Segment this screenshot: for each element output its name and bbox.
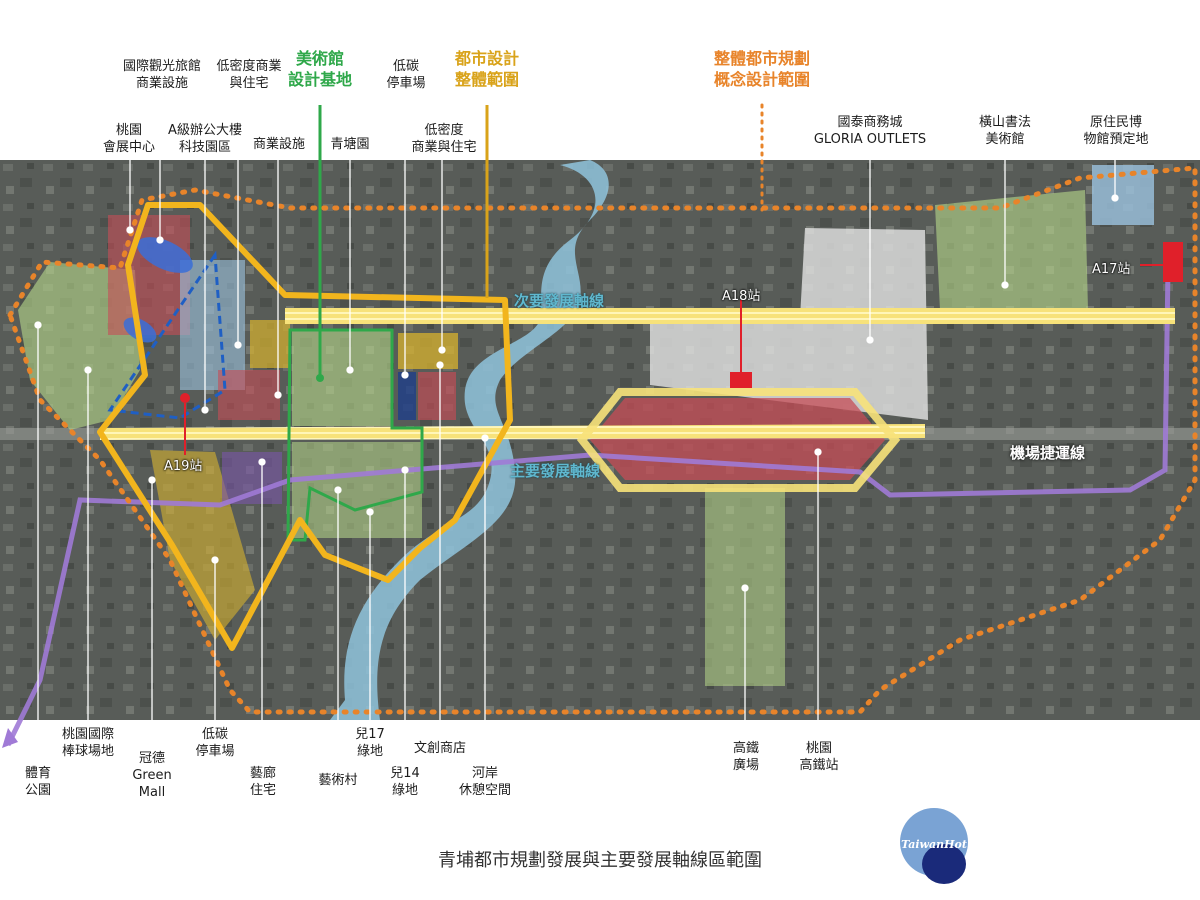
label-art-gallery-housing: 藝廊 住宅 (249, 766, 276, 798)
label-low-carbon-parking-top: 低碳 停車場 (386, 59, 426, 91)
label-green-14: 兒14 綠地 (390, 766, 420, 798)
secondary-axis-band (285, 308, 1175, 324)
airport-mrt-label: 機場捷運線 (1010, 444, 1086, 462)
label-low-density-right: 低密度 商業與住宅 (411, 123, 477, 155)
leader-lines (34, 100, 1119, 765)
a17-station-marker (1163, 242, 1183, 282)
blue-oval-1 (137, 237, 193, 273)
art-museum-site-header: 美術館 設計基地 (287, 49, 352, 89)
art-museum-site-boundary (286, 328, 424, 542)
a19-station-marker (180, 393, 190, 403)
a18-station-marker (730, 372, 752, 388)
calligraphy-museum-zone (935, 190, 1088, 310)
label-cathay-gloria: 國泰商務城 GLORIA OUTLETS (813, 115, 927, 147)
label-riverside-rest: 河岸 休憩空間 (458, 766, 511, 798)
label-calligraphy-museum: 橫山書法 美術館 (978, 115, 1031, 147)
hsr-station-zone (590, 398, 885, 480)
primary-axis-band (100, 424, 925, 440)
urban-design-scope-header: 都市設計 整體範圍 (454, 49, 519, 89)
label-office-tech-park: A級辦公大樓 科技園區 (168, 123, 242, 155)
label-baseball-stadium: 桃園國際 棒球場地 (61, 727, 114, 759)
logo-text: TaiwanHot (901, 838, 967, 851)
overall-planning-header: 整體都市規劃 概念設計範圍 (713, 49, 810, 89)
label-low-density-top: 低密度商業 與住宅 (216, 59, 282, 91)
label-hsr-plaza: 高鐵 廣場 (732, 741, 759, 773)
hsr-outline-band (576, 388, 901, 492)
label-intl-hotel: 國際觀光旅館 商業設施 (122, 59, 201, 91)
station-a17: A17站 (1092, 262, 1131, 277)
low-density-zone-2 (398, 333, 458, 369)
station-a19: A19站 (164, 459, 203, 474)
qingtang-park-zone (292, 330, 392, 426)
urban-design-scope-boundary (97, 202, 513, 651)
station-a18: A18站 (722, 289, 761, 304)
green-mall-zone (150, 450, 255, 640)
label-creative-shop: 文創商店 (413, 741, 466, 756)
label-qingtang-park: 青塘園 (330, 137, 370, 152)
parking-zone (398, 372, 416, 420)
office-tech-zone (180, 260, 245, 390)
mrt-arrow (2, 728, 18, 748)
label-green-mall: 冠德 Green Mall (132, 751, 172, 800)
label-green-17: 兒17 綠地 (355, 727, 385, 759)
convention-center-zone (108, 215, 190, 335)
label-sports-park: 體育 公園 (24, 766, 51, 798)
label-commercial-facility: 商業設施 (252, 137, 305, 152)
label-taoyuan-hsr-station: 桃園 高鐵站 (799, 741, 839, 773)
low-density-zone-1 (250, 320, 290, 368)
taiwanhot-logo: TaiwanHot (892, 808, 976, 888)
label-indigenous-museum: 原住民博 物館預定地 (1083, 115, 1149, 147)
label-convention-center: 桃園 會展中心 (102, 123, 155, 155)
commercial-zone-1 (218, 370, 280, 420)
river (330, 160, 609, 720)
label-art-village: 藝術村 (318, 773, 358, 788)
map-caption: 青埔都市規劃發展與主要發展軸線區範圍 (438, 850, 762, 871)
secondary-axis-label: 次要發展軸線 (514, 292, 605, 310)
label-low-carbon-parking-bottom: 低碳 停車場 (195, 727, 235, 759)
primary-axis-label: 主要發展軸線 (510, 462, 601, 480)
commercial-zone-2 (418, 372, 456, 420)
